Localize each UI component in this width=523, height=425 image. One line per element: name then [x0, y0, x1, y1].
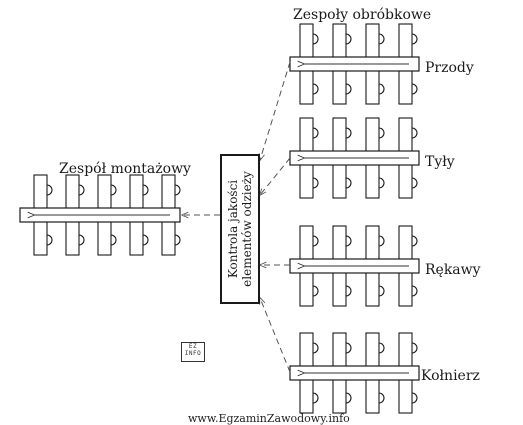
line-assembly	[19, 174, 181, 256]
flow-to-quality-control	[260, 61, 291, 160]
processing-teams-title: Zespoły obróbkowe	[293, 7, 432, 23]
line-label-sleeves: Rękawy	[425, 262, 481, 278]
stool-top	[411, 127, 418, 139]
flow-arrows	[182, 61, 291, 373]
stool-bottom	[312, 285, 319, 297]
stool-top	[110, 184, 117, 196]
quality-control-line-2: elementów odzieży	[240, 171, 254, 287]
stool-bottom	[411, 392, 418, 404]
website-footer: www.EgzaminZawodowy.info	[188, 412, 350, 425]
stool-top	[378, 127, 385, 139]
stool-top	[411, 33, 418, 45]
stool-bottom	[312, 392, 319, 404]
stool-top	[312, 127, 319, 139]
stool-top	[378, 342, 385, 354]
line-label-back: Tyły	[425, 154, 455, 170]
stool-bottom	[46, 234, 53, 246]
stool-top	[142, 184, 149, 196]
line-sleeves	[289, 225, 420, 307]
stool-bottom	[378, 177, 385, 189]
assembly-team-title: Zespół montażowy	[59, 161, 191, 177]
stool-top	[411, 235, 418, 247]
stool-top	[312, 342, 319, 354]
flow-to-quality-control	[260, 157, 291, 195]
line-back	[289, 117, 420, 199]
stool-bottom	[378, 285, 385, 297]
quality-control-label: Kontrola jakości elementów odzieży	[226, 156, 254, 302]
ez-info-logo: EZ INFO	[181, 342, 205, 362]
line-front	[289, 23, 420, 105]
stool-bottom	[142, 234, 149, 246]
stool-bottom	[345, 285, 352, 297]
stool-bottom	[345, 392, 352, 404]
stool-bottom	[378, 83, 385, 95]
stool-bottom	[378, 392, 385, 404]
stool-top	[378, 33, 385, 45]
stool-top	[174, 184, 181, 196]
station-groups	[19, 23, 420, 414]
stool-top	[345, 127, 352, 139]
line-collar	[289, 332, 420, 414]
stool-top	[46, 184, 53, 196]
stool-bottom	[78, 234, 85, 246]
logo-text-bottom: INFO	[184, 350, 202, 357]
flow-to-quality-control	[260, 298, 291, 373]
stool-top	[345, 235, 352, 247]
stool-bottom	[174, 234, 181, 246]
stool-bottom	[411, 83, 418, 95]
quality-control-line-1: Kontrola jakości	[226, 179, 240, 279]
stool-top	[411, 342, 418, 354]
stool-bottom	[411, 285, 418, 297]
stool-bottom	[411, 177, 418, 189]
stool-bottom	[345, 83, 352, 95]
line-label-front: Przody	[425, 60, 474, 76]
line-label-collar: Kołnierz	[421, 368, 480, 384]
stool-bottom	[312, 177, 319, 189]
stool-bottom	[345, 177, 352, 189]
stool-top	[312, 33, 319, 45]
stool-top	[345, 342, 352, 354]
quality-control-box: Kontrola jakości elementów odzieży	[220, 154, 260, 304]
stool-bottom	[312, 83, 319, 95]
stool-top	[378, 235, 385, 247]
stool-top	[78, 184, 85, 196]
stool-bottom	[110, 234, 117, 246]
stool-top	[345, 33, 352, 45]
stool-top	[312, 235, 319, 247]
logo-text-top: EZ	[188, 343, 198, 350]
